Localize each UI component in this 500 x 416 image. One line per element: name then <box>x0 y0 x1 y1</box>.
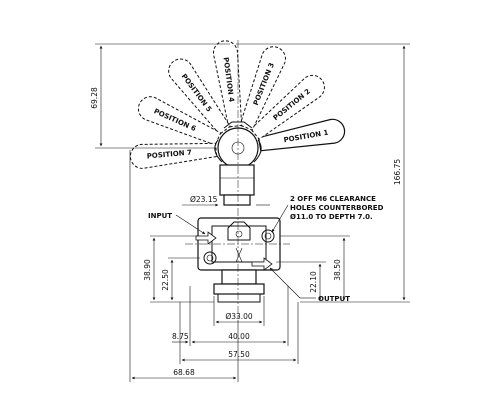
handle-outline <box>250 74 325 140</box>
clearance-note: 2 OFF M6 CLEARANCE HOLES COUNTERBORED Ø1… <box>271 195 384 233</box>
dim-bore-diameter-text: Ø33.00 <box>225 312 253 321</box>
dim-left-height: 38.90 <box>143 235 214 303</box>
output-arrow-icon <box>251 257 273 271</box>
dim-handle-height-text: 69.28 <box>90 87 99 109</box>
input-arrow-icon <box>195 231 217 245</box>
handle-outline <box>168 58 231 135</box>
dim-handle-height: 69.28 <box>90 43 230 149</box>
dim-bore-diameter: Ø33.00 <box>213 296 265 326</box>
dim-width-57-text: 57.50 <box>228 350 250 359</box>
output-label: OUTPUT <box>318 295 350 303</box>
dim-right-height: 38.50 <box>280 235 350 301</box>
dim-offset-left-text: 8.75 <box>172 332 189 341</box>
dim-width-40: 40.00 8.75 <box>172 286 289 346</box>
clearance-note-line1: 2 OFF M6 CLEARANCE <box>290 195 376 203</box>
dim-right-height-text: 38.50 <box>333 259 342 281</box>
dim-width-68: 68.68 <box>129 150 239 382</box>
dim-overall-height-text: 166.75 <box>393 159 402 185</box>
handle-outline <box>129 142 218 169</box>
handle-position-5: POSITION 5 <box>168 58 231 135</box>
dim-width-68-text: 68.68 <box>173 368 195 377</box>
handle-outline <box>137 96 222 146</box>
dim-overall-height: 166.75 <box>236 43 410 303</box>
valve-stem <box>219 164 255 206</box>
dim-right-inner-height: 22.10 <box>276 261 326 301</box>
output-label-group: OUTPUT <box>269 267 350 303</box>
dim-width-40-text: 40.00 <box>228 332 250 341</box>
handle-outline <box>213 40 243 128</box>
clearance-note-line2: HOLES COUNTERBORED <box>290 204 384 212</box>
dim-width-57: 57.50 <box>179 302 299 364</box>
dim-stem-diameter-text: Ø23.15 <box>190 195 218 204</box>
dim-left-inner-height: 22.50 <box>161 257 200 301</box>
handle-position-7: POSITION 7 <box>129 142 218 169</box>
handle-outline <box>257 118 346 152</box>
handle-position-4: POSITION 4 <box>213 40 243 128</box>
clearance-note-line3: Ø11.0 TO DEPTH 7.0. <box>290 213 373 221</box>
dim-right-inner-height-text: 22.10 <box>309 271 318 293</box>
dim-left-height-text: 38.90 <box>143 259 152 281</box>
handle-position-1: POSITION 1 <box>257 118 346 152</box>
input-label-group: INPUT <box>148 212 206 235</box>
valve-base <box>213 269 265 303</box>
dim-left-inner-height-text: 22.50 <box>161 269 170 291</box>
dim-stem-diameter: Ø23.15 <box>182 195 270 207</box>
input-label: INPUT <box>148 212 172 220</box>
handle-position-label: POSITION 7 <box>146 149 192 161</box>
handle-outline <box>239 46 286 131</box>
